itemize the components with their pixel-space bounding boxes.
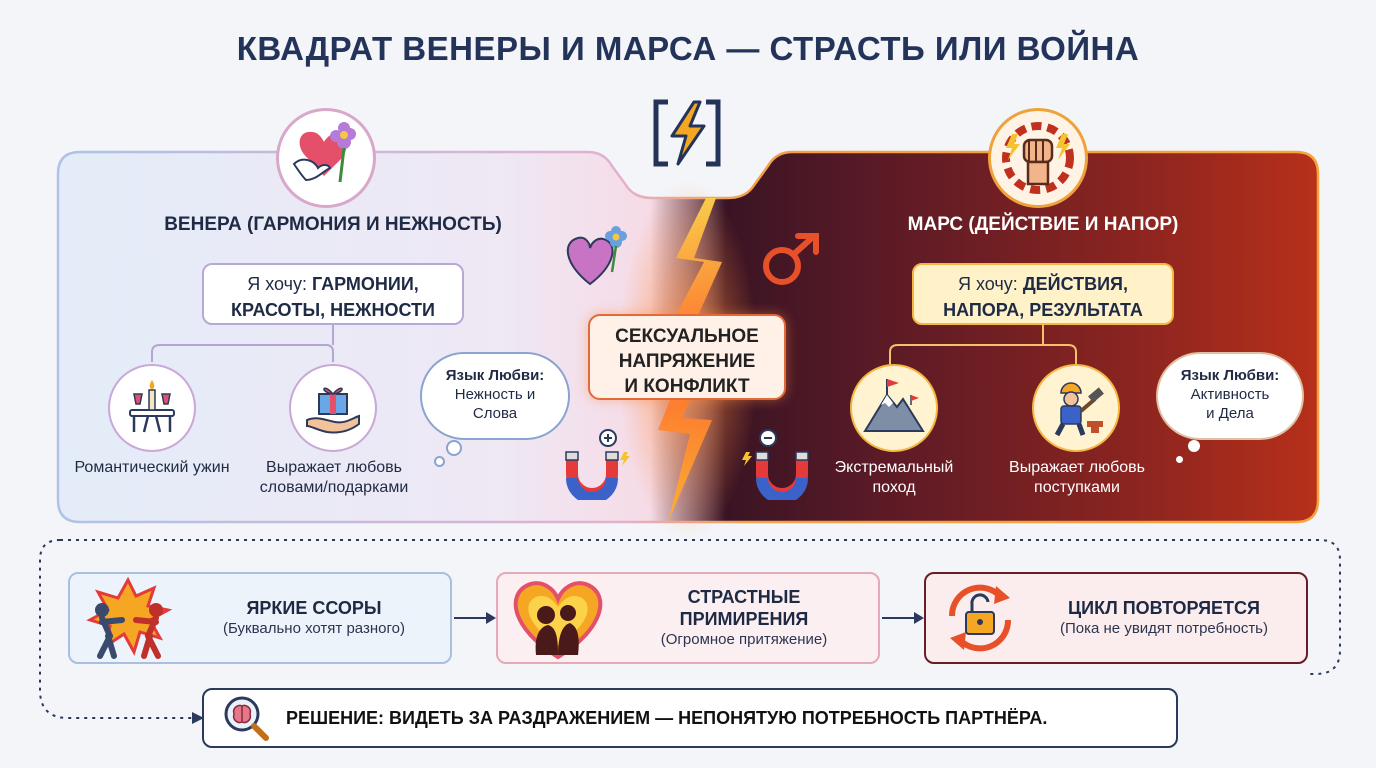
magnet-minus-icon <box>742 429 809 500</box>
cycle-step1-sub: (Буквально хотят разного) <box>223 620 405 637</box>
solution-text: РЕШЕНИЕ: ВИДЕТЬ ЗА РАЗДРАЖЕНИЕМ — НЕПОНЯ… <box>286 707 1048 728</box>
venus-item1-caption: Романтический ужин <box>74 459 230 476</box>
cycle-step-repeat: ЦИКЛ ПОВТОРЯЕТСЯ (Пока не увидят потребн… <box>924 572 1308 664</box>
heart-dove-flower-icon <box>276 108 376 208</box>
fist-gear-lightning-icon <box>988 108 1088 208</box>
cycle-step2-title: СТРАСТНЫЕ ПРИМИРЕНИЯ <box>679 587 809 629</box>
center-line1: СЕКСУАЛЬНОЕ <box>615 326 759 347</box>
venus-want-line2: КРАСОТЫ, НЕЖНОСТИ <box>231 300 435 320</box>
mars-love-language-title: Язык Любви: <box>1180 367 1280 384</box>
worker-hammer-icon <box>1032 364 1120 452</box>
mars-title: МАРС (ДЕЙСТВИЕ И НАПОР) <box>907 214 1179 235</box>
venus-love-language-text: Нежность и Слова <box>454 386 536 422</box>
thought-dot <box>446 440 462 456</box>
venus-love-language-bubble: Язык Любви: Нежность и Слова <box>420 352 570 440</box>
mars-love-language-text: Активность и Дела <box>1190 386 1270 422</box>
couple-heart-icon <box>513 581 603 660</box>
lightning-bracket-icon <box>653 99 721 167</box>
mars-love-language-bubble: Язык Любви: Активность и Дела <box>1156 352 1304 440</box>
cycle-step3-title: ЦИКЛ ПОВТОРЯЕТСЯ <box>1068 598 1260 618</box>
thought-dot <box>1188 440 1200 452</box>
cycle-lock-icon <box>948 584 1012 652</box>
mars-want-prefix: Я хочу: <box>958 274 1018 294</box>
candle-dinner-icon <box>108 364 196 452</box>
mars-symbol-icon <box>763 233 819 285</box>
venus-want-line1: ГАРМОНИИ, <box>312 274 419 294</box>
center-line2: НАПРЯЖЕНИЕ <box>618 351 756 372</box>
solution-box: РЕШЕНИЕ: ВИДЕТЬ ЗА РАЗДРАЖЕНИЕМ — НЕПОНЯ… <box>202 688 1178 748</box>
magnet-plus-icon <box>565 429 630 500</box>
cycle-step-quarrels: ЯРКИЕ ССОРЫ (Буквально хотят разного) <box>68 572 452 664</box>
center-conflict-box: СЕКСУАЛЬНОЕ НАПРЯЖЕНИЕ И КОНФЛИКТ <box>588 314 786 400</box>
venus-love-language-title: Язык Любви: <box>445 367 545 384</box>
thought-dot <box>1176 456 1183 463</box>
mars-item1-caption: Экстремальный поход <box>834 459 954 496</box>
heart-flower-icon <box>566 226 627 286</box>
mars-want-line1: ДЕЙСТВИЯ, <box>1022 274 1128 294</box>
cycle-step1-title: ЯРКИЕ ССОРЫ <box>246 598 382 618</box>
venus-want-prefix: Я хочу: <box>247 274 308 294</box>
venus-title: ВЕНЕРА (ГАРМОНИЯ И НЕЖНОСТЬ) <box>164 214 502 235</box>
mars-item2-caption: Выражает любовь поступками <box>1009 459 1145 496</box>
mars-want-line2: НАПОРА, РЕЗУЛЬТАТА <box>943 300 1143 320</box>
mars-want-box: Я хочу: ДЕЙСТВИЯ, НАПОРА, РЕЗУЛЬТАТА <box>912 263 1174 325</box>
fight-icon <box>86 576 173 659</box>
venus-item2-caption: Выражает любовь словами/подарками <box>259 459 409 496</box>
cycle-step3-sub: (Пока не увидят потребность) <box>1060 620 1268 637</box>
center-line3: И КОНФЛИКТ <box>624 376 750 397</box>
page-title: КВАДРАТ ВЕНЕРЫ И МАРСА — СТРАСТЬ ИЛИ ВОЙ… <box>236 30 1140 67</box>
cycle-step2-sub: (Огромное притяжение) <box>660 631 828 648</box>
venus-want-box: Я хочу: ГАРМОНИИ, КРАСОТЫ, НЕЖНОСТИ <box>202 263 464 325</box>
brain-magnifier-icon <box>224 696 269 741</box>
mountain-flag-icon <box>850 364 938 452</box>
cycle-step-reconciliation: СТРАСТНЫЕ ПРИМИРЕНИЯ (Огромное притяжени… <box>496 572 880 664</box>
gift-hand-icon <box>289 364 377 452</box>
thought-dot <box>434 456 445 467</box>
